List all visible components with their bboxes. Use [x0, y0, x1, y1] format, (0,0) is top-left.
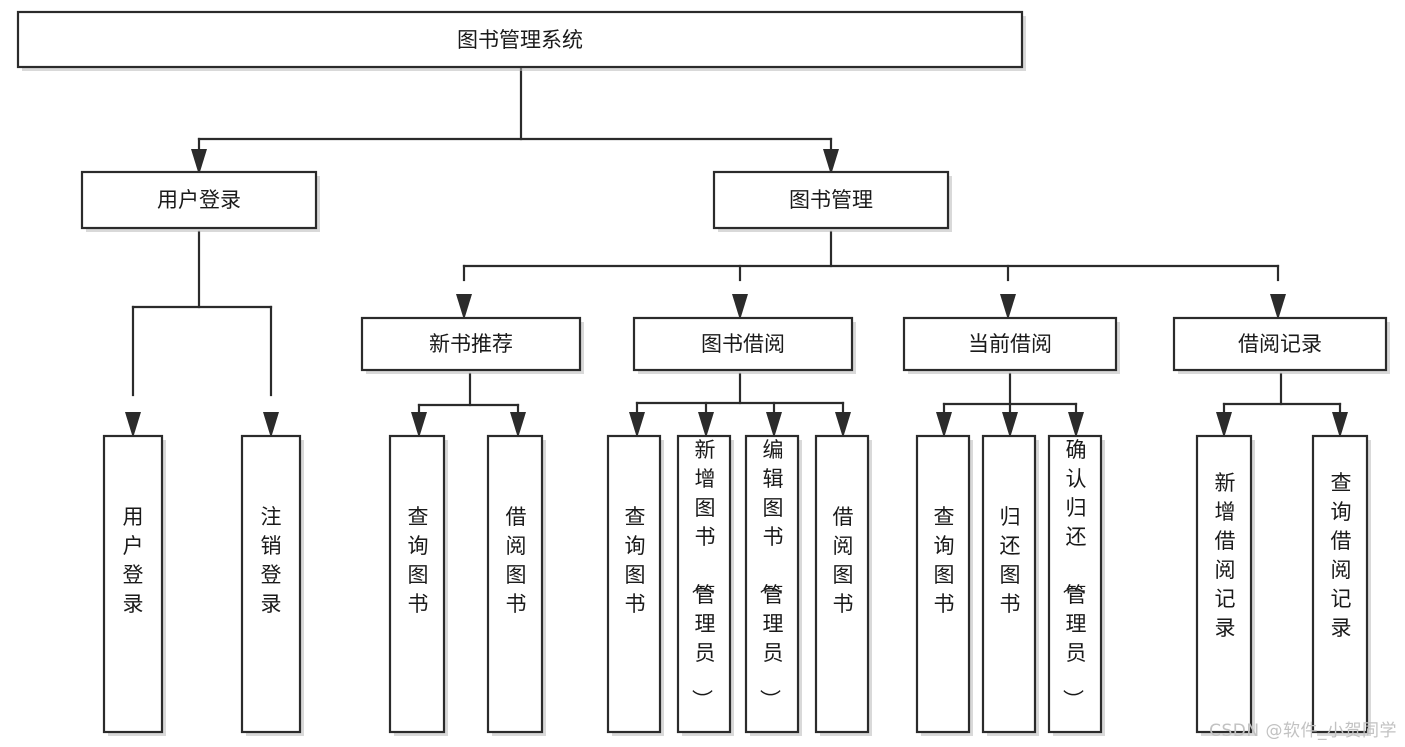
- node-leaf-query-record[interactable]: 查询借阅记录: [1311, 434, 1371, 736]
- node-leaf-query-book-1-label: 查询图书: [408, 505, 429, 616]
- node-leaf-confirm-return-label: 确认归还（管理员）: [1061, 438, 1087, 710]
- node-leaf-user-login[interactable]: 用户登录: [102, 434, 166, 736]
- arrow-leaf-query-record: [1332, 412, 1348, 438]
- node-leaf-add-book[interactable]: 新增图书（管理员）: [676, 434, 734, 736]
- arrow-leaf-user-logout: [263, 412, 279, 438]
- node-book-borrow-label: 图书借阅: [701, 332, 785, 356]
- node-leaf-return-book-label: 归还图书: [1000, 505, 1021, 616]
- arrow-leaf-query-book-3: [936, 412, 952, 438]
- arrow-leaf-query-book-2: [629, 412, 645, 438]
- arrow-leaf-borrow-book-1: [510, 412, 526, 438]
- node-leaf-add-record[interactable]: 新增借阅记录: [1195, 434, 1255, 736]
- node-new-book-recommend[interactable]: 新书推荐: [360, 316, 584, 374]
- node-current-borrow[interactable]: 当前借阅: [902, 316, 1120, 374]
- csdn-watermark: CSDN @软件_小贺同学: [1209, 721, 1397, 741]
- node-current-borrow-label: 当前借阅: [968, 332, 1052, 356]
- arrow-leaf-confirm-return: [1068, 412, 1084, 438]
- node-leaf-borrow-book-1[interactable]: 借阅图书: [486, 434, 546, 736]
- node-leaf-user-login-label: 用户登录: [123, 505, 144, 616]
- arrow-to-current-borrow: [1000, 294, 1016, 320]
- node-book-borrow[interactable]: 图书借阅: [632, 316, 856, 374]
- node-leaf-user-logout-label: 注销登录: [261, 505, 282, 616]
- node-root[interactable]: 图书管理系统: [16, 10, 1026, 71]
- arrow-to-new-book-recommend: [456, 294, 472, 320]
- node-leaf-borrow-book-2-label: 借阅图书: [833, 505, 854, 616]
- arrow-leaf-edit-book: [766, 412, 782, 438]
- node-book-manage-label: 图书管理: [789, 188, 873, 212]
- node-leaf-query-book-1[interactable]: 查询图书: [388, 434, 448, 736]
- arrow-leaf-borrow-book-2: [835, 412, 851, 438]
- node-leaf-query-book-2-label: 查询图书: [625, 505, 646, 616]
- connector-layer: [125, 66, 1348, 438]
- node-leaf-add-record-label: 新增借阅记录: [1215, 471, 1236, 640]
- arrow-leaf-add-record: [1216, 412, 1232, 438]
- node-leaf-edit-book[interactable]: 编辑图书（管理员）: [744, 434, 802, 736]
- node-leaf-edit-book-label: 编辑图书（管理员）: [758, 438, 784, 710]
- node-leaf-query-record-label: 查询借阅记录: [1331, 471, 1352, 640]
- node-user-login[interactable]: 用户登录: [80, 170, 320, 232]
- node-leaf-confirm-return[interactable]: 确认归还（管理员）: [1047, 434, 1105, 736]
- node-user-login-label: 用户登录: [157, 188, 241, 212]
- node-leaf-query-book-3[interactable]: 查询图书: [915, 434, 973, 736]
- node-root-label: 图书管理系统: [457, 28, 583, 52]
- arrow-to-borrow-record: [1270, 294, 1286, 320]
- node-new-book-recommend-label: 新书推荐: [429, 332, 513, 356]
- arrow-leaf-user-login: [125, 412, 141, 438]
- node-leaf-add-book-label: 新增图书（管理员）: [690, 438, 716, 710]
- node-leaf-borrow-book-2[interactable]: 借阅图书: [814, 434, 872, 736]
- arrow-leaf-query-book-1: [411, 412, 427, 438]
- node-leaf-return-book[interactable]: 归还图书: [981, 434, 1039, 736]
- arrow-to-book-borrow: [732, 294, 748, 320]
- arrow-leaf-add-book: [698, 412, 714, 438]
- node-book-manage[interactable]: 图书管理: [712, 170, 952, 232]
- node-leaf-query-book-3-label: 查询图书: [934, 505, 955, 616]
- node-leaf-user-logout[interactable]: 注销登录: [240, 434, 304, 736]
- node-borrow-record-label: 借阅记录: [1238, 332, 1322, 356]
- node-leaf-borrow-book-1-label: 借阅图书: [506, 505, 527, 616]
- node-leaf-query-book-2[interactable]: 查询图书: [606, 434, 664, 736]
- arrow-leaf-return-book: [1002, 412, 1018, 438]
- node-borrow-record[interactable]: 借阅记录: [1172, 316, 1390, 374]
